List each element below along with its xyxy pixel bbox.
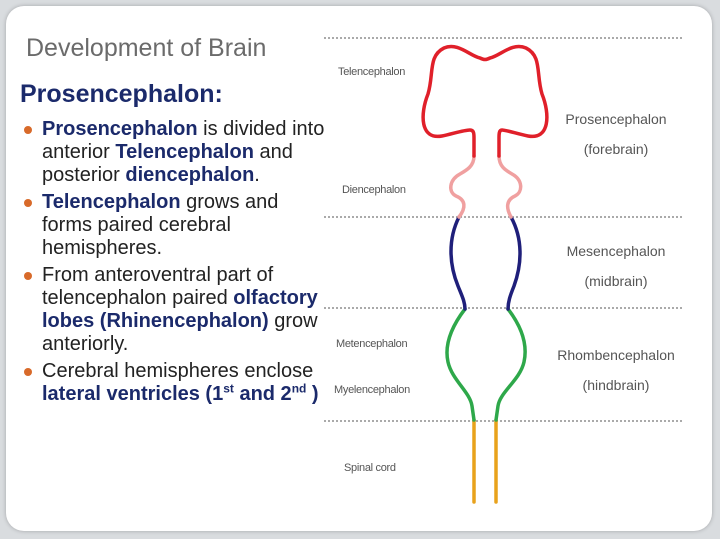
diencephalon-left-wall xyxy=(449,154,476,219)
label-myelencephalon: Myelencephalon xyxy=(334,384,410,396)
label-telencephalon: Telencephalon xyxy=(338,66,406,78)
bullet-list: Prosencephalon is divided into anterior … xyxy=(20,118,325,410)
bullet-item: Telencephalon grows and forms paired cer… xyxy=(20,191,325,260)
slide-title: Development of Brain xyxy=(26,34,267,62)
diencephalon-right-wall xyxy=(497,154,523,219)
region-rhombencephalon: Rhombencephalon (hindbrain) xyxy=(557,347,675,393)
section-heading: Prosencephalon: xyxy=(20,80,223,108)
mesencephalon-right-wall xyxy=(506,215,522,311)
bullet-dot-icon xyxy=(24,368,32,376)
region-prosencephalon: Prosencephalon (forebrain) xyxy=(565,111,667,157)
rhombencephalon-left-wall xyxy=(445,307,476,422)
telencephalon-outline xyxy=(421,44,549,158)
rhombencephalon-right-wall xyxy=(494,307,527,422)
bullet-dot-icon xyxy=(24,199,32,207)
bullet-item: Cerebral hemispheres enclose lateral ven… xyxy=(20,360,325,406)
bullet-item: From anteroventral part of telencephalon… xyxy=(20,264,325,356)
label-spinal-cord: Spinal cord xyxy=(344,462,396,474)
brain-development-diagram: Telencephalon Diencephalon Metencephalon… xyxy=(324,34,689,514)
bullet-item: Prosencephalon is divided into anterior … xyxy=(20,118,325,187)
brain-tube-drawing xyxy=(324,37,684,504)
bullet-dot-icon xyxy=(24,272,32,280)
label-metencephalon: Metencephalon xyxy=(336,338,408,350)
bullet-dot-icon xyxy=(24,126,32,134)
slide: Development of Brain Prosencephalon: Pro… xyxy=(6,6,712,531)
label-diencephalon: Diencephalon xyxy=(342,184,406,196)
mesencephalon-left-wall xyxy=(449,215,467,311)
region-mesencephalon: Mesencephalon (midbrain) xyxy=(566,243,666,289)
